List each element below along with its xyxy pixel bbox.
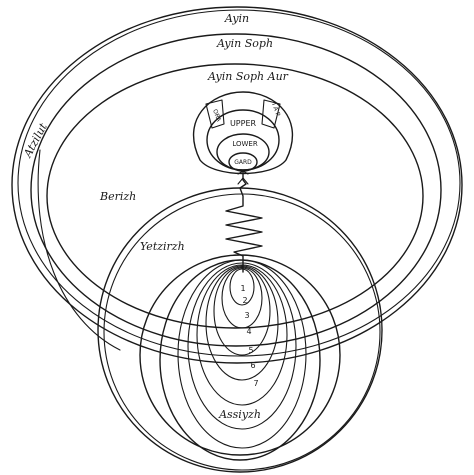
label-ayin: Ayin xyxy=(224,12,249,25)
level-ellipse-2 xyxy=(221,267,263,329)
level-ellipse-4 xyxy=(205,265,279,381)
head-structure xyxy=(193,91,293,175)
level-ellipse-3 xyxy=(213,266,271,356)
level-ellipse-7 xyxy=(177,259,307,449)
label-yetzirzh: Yetzirzh xyxy=(140,240,185,253)
outer-rings xyxy=(11,6,463,364)
label-gard: GARD xyxy=(234,159,252,166)
level-label-7: 7 xyxy=(253,379,258,388)
label-upper: UPPER xyxy=(230,119,257,128)
connector-spring xyxy=(225,170,263,273)
level-ellipse-6 xyxy=(187,262,297,430)
label-left-arc: ORA xyxy=(211,108,222,123)
label-assiyzh: Assiyzh xyxy=(218,408,261,421)
level-ellipses xyxy=(177,259,307,449)
level-ellipse-1 xyxy=(229,268,255,306)
level-label-6: 6 xyxy=(250,361,255,370)
head-left-band xyxy=(205,99,225,129)
label-lower: LOWER xyxy=(232,140,258,148)
ring-ayin-outer-double xyxy=(17,9,461,357)
spring-figure xyxy=(237,170,249,185)
label-ayin-soph-aur: Ayin Soph Aur xyxy=(207,70,289,83)
label-ayin-soph: Ayin Soph xyxy=(216,37,273,50)
label-berizh: Berizh xyxy=(99,190,136,203)
ring-ayin xyxy=(11,6,463,364)
ring-ayin-soph-aur xyxy=(46,63,424,329)
level-label-3: 3 xyxy=(244,311,249,320)
head-lower-ellipse xyxy=(216,133,270,171)
head-right-band xyxy=(261,99,281,129)
ring-ayin-soph xyxy=(30,33,442,347)
level-label-4: 4 xyxy=(246,327,251,336)
ring-atzilut-arc xyxy=(37,149,121,351)
level-label-5: 5 xyxy=(248,346,253,355)
spring-line xyxy=(225,170,263,273)
level-label-2: 2 xyxy=(242,296,247,305)
level-label-1: 1 xyxy=(240,284,245,293)
level-numbers: 1 2 3 4 5 6 7 xyxy=(240,284,258,388)
level-ellipse-5 xyxy=(196,264,288,406)
label-right-arc: I A P xyxy=(270,102,281,117)
